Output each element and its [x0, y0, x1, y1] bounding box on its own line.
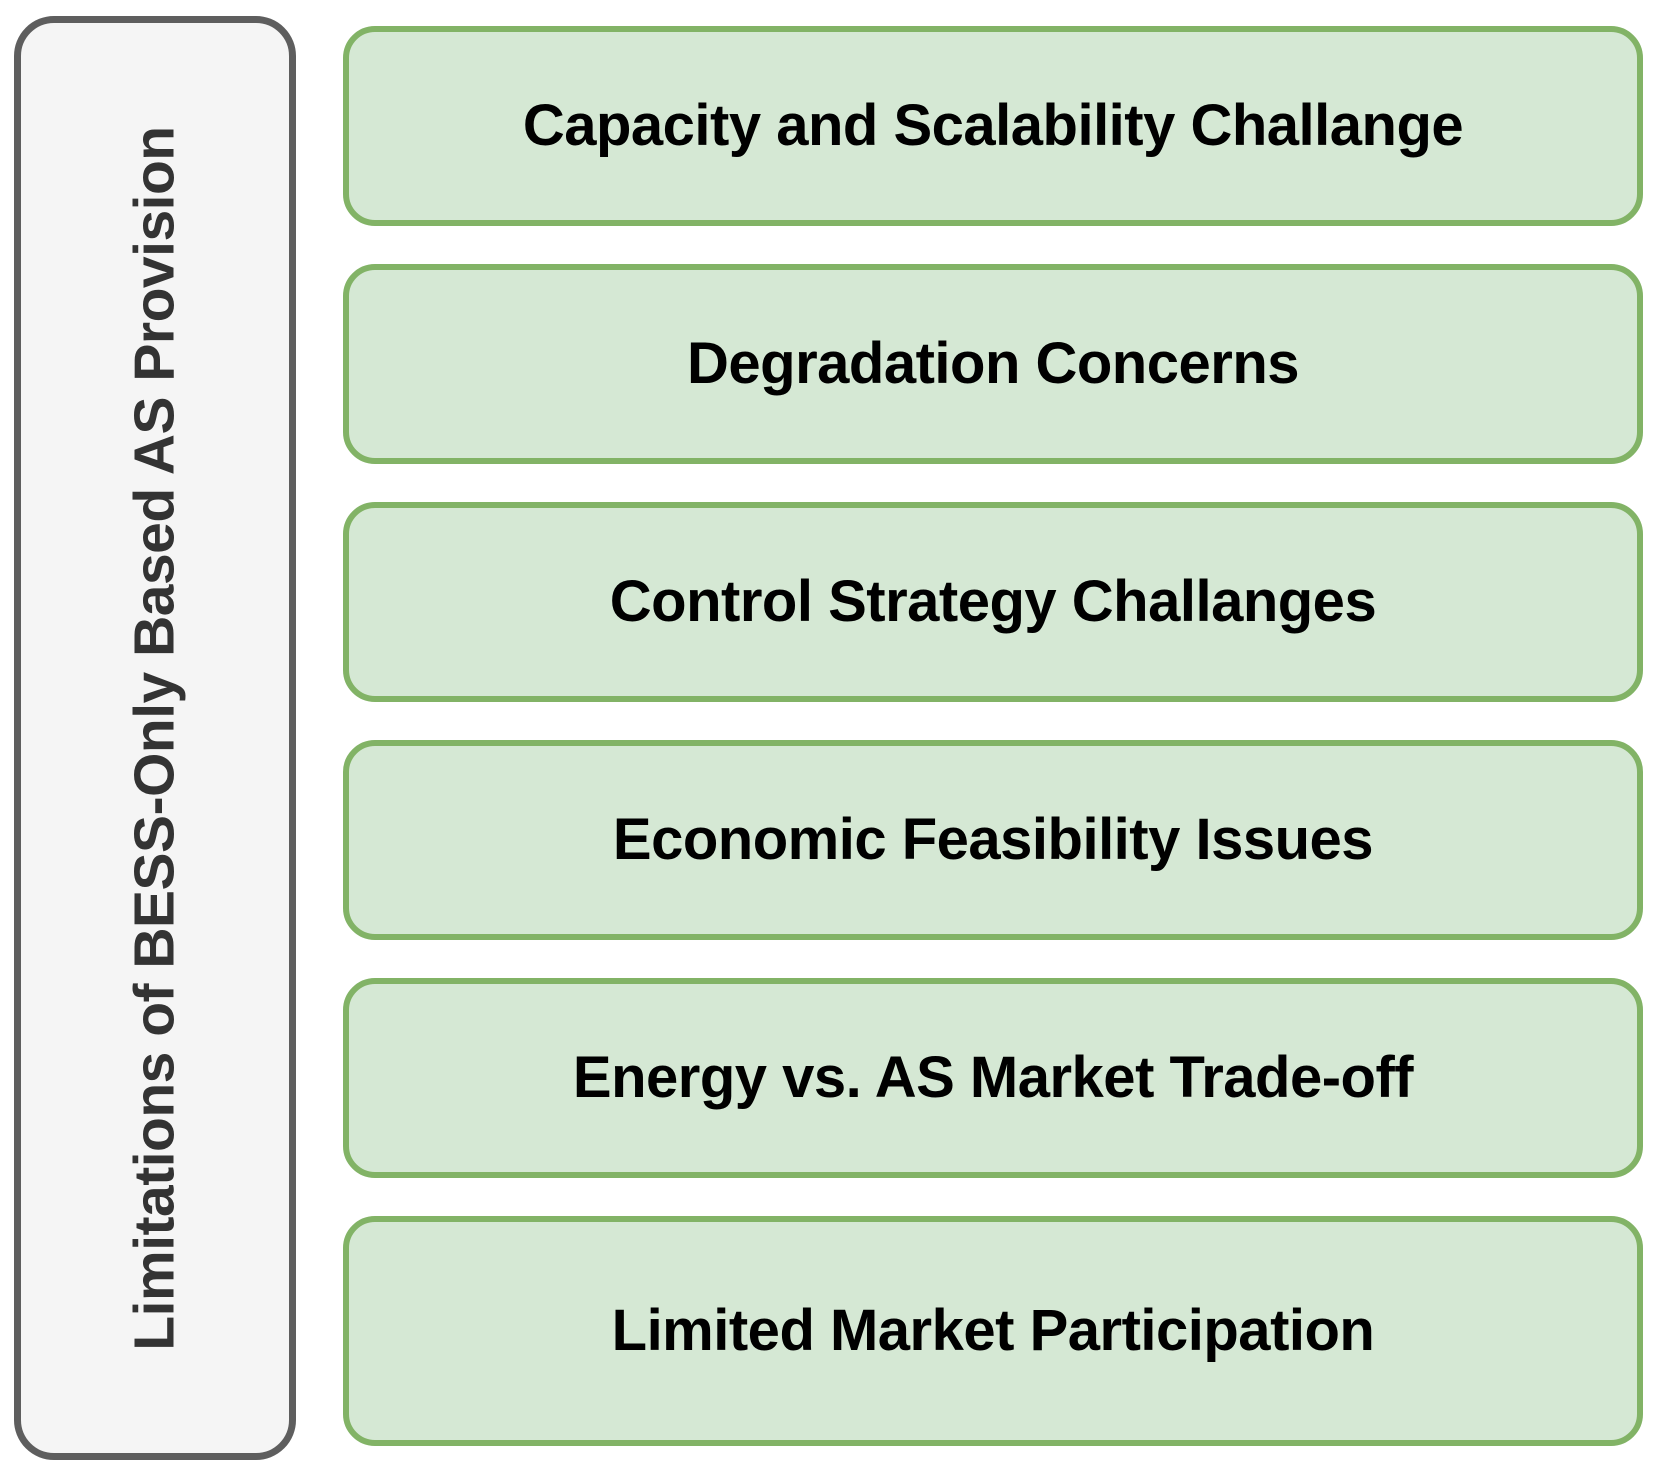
- limitation-item-degradation-concerns[interactable]: Degradation Concerns: [343, 264, 1643, 464]
- limitation-item-control-strategy[interactable]: Control Strategy Challanges: [343, 502, 1643, 702]
- limitation-item-label: Degradation Concerns: [687, 330, 1300, 396]
- limitation-item-label: Capacity and Scalability Challange: [522, 92, 1464, 158]
- limitation-item-energy-vs-as-market-tradeoff[interactable]: Energy vs. AS Market Trade-off: [343, 978, 1643, 1178]
- limitation-item-label: Economic Feasibility Issues: [612, 806, 1374, 872]
- limitation-items-stack: Capacity and Scalability Challange Degra…: [343, 26, 1643, 1446]
- limitation-item-capacity-and-scalability[interactable]: Capacity and Scalability Challange: [343, 26, 1643, 226]
- category-panel-label: Limitations of BESS-Only Based AS Provis…: [122, 125, 187, 1351]
- limitation-item-limited-market-participation[interactable]: Limited Market Participation: [343, 1216, 1643, 1446]
- limitation-item-label: Limited Market Participation: [611, 1297, 1375, 1363]
- category-panel-limitations: Limitations of BESS-Only Based AS Provis…: [14, 16, 296, 1460]
- limitation-item-label: Control Strategy Challanges: [609, 568, 1377, 634]
- limitation-item-label: Energy vs. AS Market Trade-off: [572, 1044, 1414, 1110]
- limitation-item-economic-feasibility[interactable]: Economic Feasibility Issues: [343, 740, 1643, 940]
